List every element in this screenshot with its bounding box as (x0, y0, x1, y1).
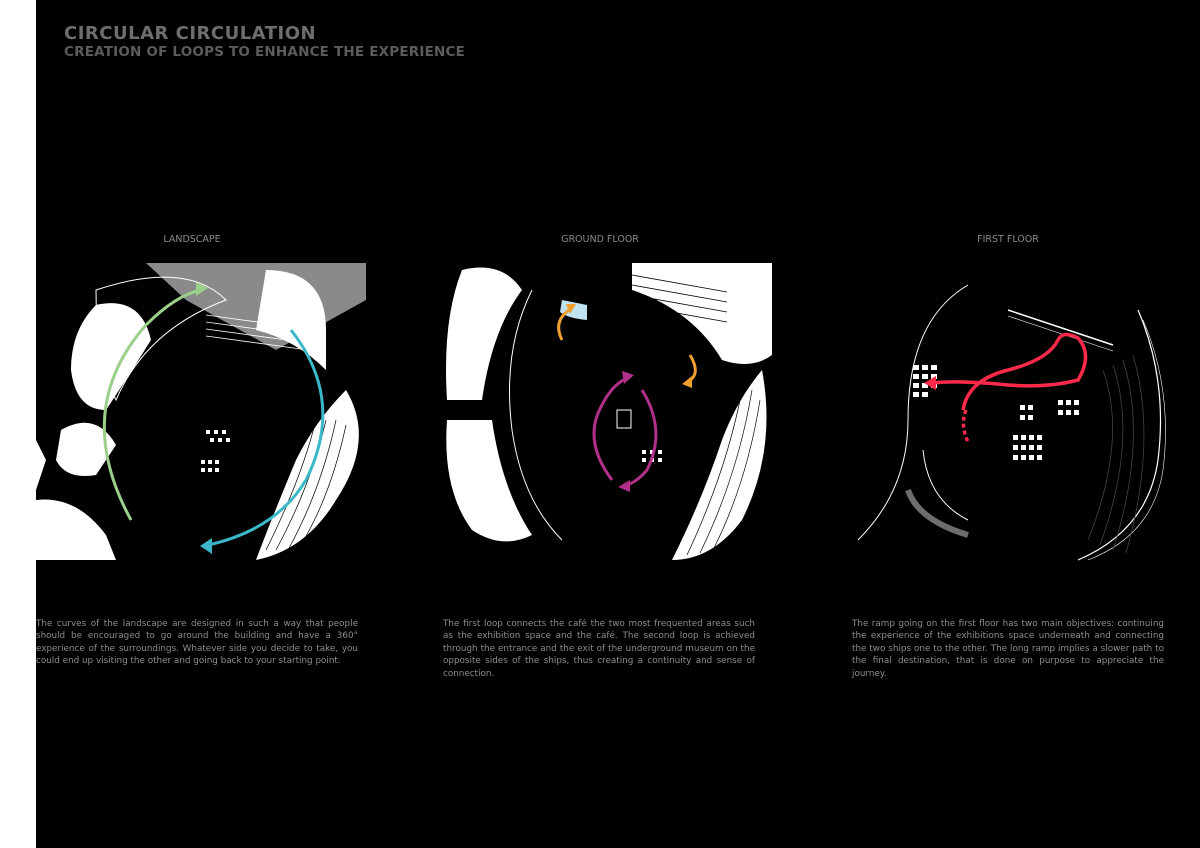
orange-arrow-head-icon (566, 304, 576, 314)
first-floor-seating-right (1013, 400, 1079, 460)
title-block: CIRCULAR CIRCULATION CREATION OF LOOPS T… (64, 24, 465, 61)
ground-magenta-loop-left (592, 376, 628, 481)
caption-landscape: The curves of the landscape are designed… (36, 619, 358, 667)
caption-first-floor: The ramp going on the first floor has tw… (852, 619, 1164, 679)
landscape-left-mound (71, 303, 151, 410)
first-floor-red-ramp (932, 332, 1088, 411)
landscape-green-loop (102, 288, 202, 521)
landscape-blue-loop (207, 329, 325, 547)
first-floor-plan (848, 260, 1188, 570)
ground-floor-plan (442, 260, 782, 570)
landscape-plan (36, 260, 376, 570)
panel-label-first-floor: FIRST FLOOR (977, 234, 1039, 245)
ground-magenta-loop-right (624, 389, 658, 488)
ground-left-ship (446, 420, 532, 542)
caption-ground-floor: The first loop connects the café the two… (443, 619, 755, 679)
green-arrow-head-icon (196, 282, 208, 296)
first-floor-seating-left (913, 365, 937, 397)
panel-label-ground-floor: GROUND FLOOR (561, 234, 639, 245)
page-subtitle: CREATION OF LOOPS TO ENHANCE THE EXPERIE… (64, 44, 466, 60)
page-title: CIRCULAR CIRCULATION (64, 23, 317, 44)
panel-label-landscape: LANDSCAPE (163, 234, 221, 245)
red-arrow-head-icon (924, 376, 936, 390)
blue-arrow-head-icon (200, 538, 212, 554)
first-floor-red-ramp-dashed (961, 409, 970, 443)
magenta-arrow-head-icon (622, 371, 634, 384)
